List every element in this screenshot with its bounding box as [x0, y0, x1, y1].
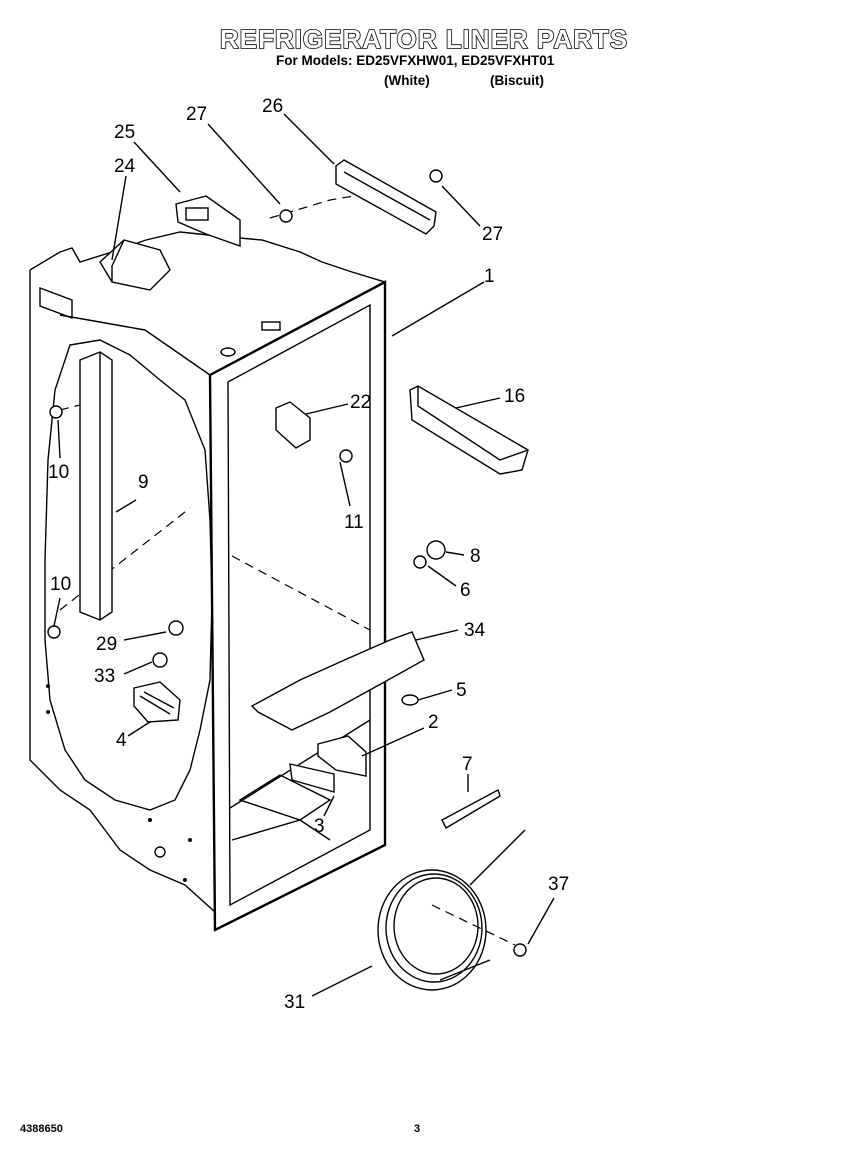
callout-25: 25: [114, 122, 135, 143]
callout-29: 29: [96, 634, 117, 655]
models-line: For Models: ED25VFXHW01, ED25VFXHT01: [276, 53, 555, 68]
bracket-part-25: [175, 195, 241, 247]
part-7-tie: [441, 788, 501, 829]
callout-7: 7: [462, 754, 473, 775]
part-10-screw-lower: [47, 625, 61, 639]
callout-9: 9: [138, 472, 149, 493]
part-29-socket: [168, 620, 184, 636]
callout-1: 1: [484, 266, 495, 287]
cover-part-34: [250, 631, 425, 731]
part-6-screw: [413, 555, 427, 569]
tubing-part-31: [377, 829, 526, 991]
bracket-part-3: [289, 763, 335, 793]
part-11-screw: [339, 449, 353, 463]
callout-24: 24: [114, 156, 136, 177]
part-37-screw: [513, 943, 527, 957]
callout-2: 2: [428, 712, 439, 733]
callout-33: 33: [94, 666, 115, 687]
callout-5: 5: [456, 680, 467, 701]
callout-6: 6: [460, 580, 471, 601]
part-5-nut: [401, 694, 419, 706]
hardware: [47, 169, 527, 957]
bracket-part-22: [275, 401, 311, 449]
callout-26: 26: [262, 96, 283, 117]
rail-part-26: [335, 159, 437, 235]
callouts: 1 2 3 4 5 6 7 8 9 10 10 11 16 22 24 25 2…: [48, 96, 569, 1013]
channel-part-9: [79, 351, 113, 621]
grille-part-4: [133, 681, 181, 723]
liner-cabinet: [29, 189, 391, 932]
callout-27-right: 27: [482, 224, 503, 245]
callout-31: 31: [284, 992, 305, 1013]
callout-3: 3: [314, 816, 325, 837]
page-title: REFRIGERATOR LINER PARTS: [219, 23, 629, 55]
callout-10-upper: 10: [48, 462, 69, 483]
doc-number: 4388650: [20, 1123, 63, 1135]
control-housing-part-24: [99, 239, 171, 291]
duct-part-16: [409, 385, 529, 475]
callout-16: 16: [504, 386, 525, 407]
leader-lines: [53, 113, 555, 997]
part-27-screw-left: [279, 209, 293, 223]
part-10-screw-upper: [49, 405, 63, 419]
bracket-part-2: [317, 735, 367, 777]
callout-27-left: 27: [186, 104, 207, 125]
callout-37: 37: [548, 874, 569, 895]
callout-22: 22: [350, 392, 371, 413]
callout-11: 11: [344, 512, 364, 533]
callout-10-lower: 10: [50, 574, 71, 595]
part-33-bulb: [152, 652, 168, 668]
variant-biscuit: (Biscuit): [490, 73, 544, 88]
part-27-screw-right: [429, 169, 443, 183]
variant-white: (White): [384, 73, 430, 88]
callout-34: 34: [464, 620, 486, 641]
part-8-plug: [426, 540, 446, 560]
callout-8: 8: [470, 546, 481, 567]
callout-4: 4: [116, 730, 127, 751]
page-number: 3: [414, 1123, 421, 1135]
